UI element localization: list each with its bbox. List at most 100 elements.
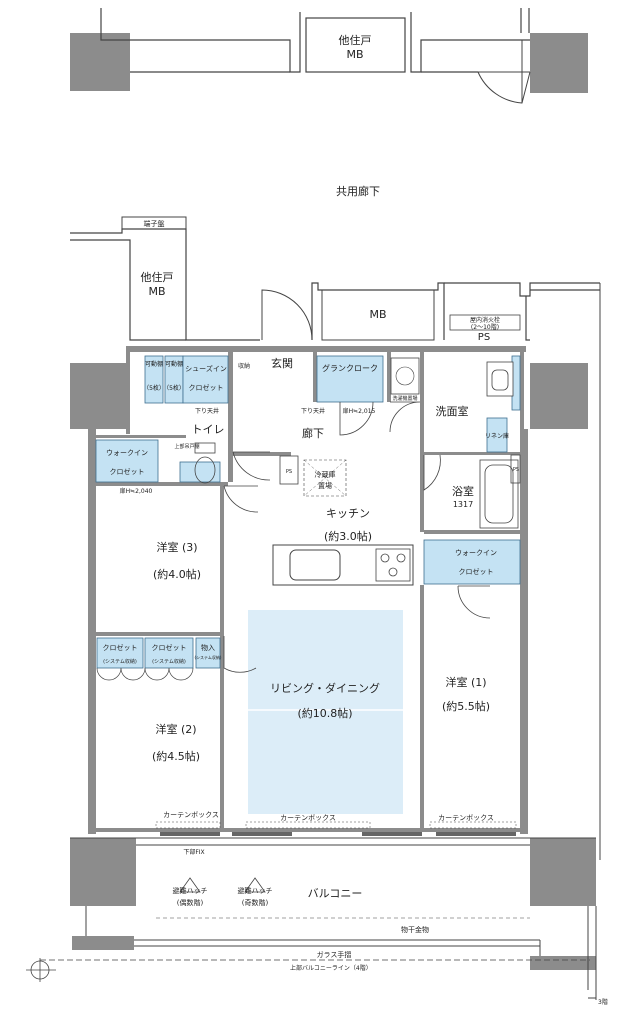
escape-hatch-1 — [179, 877, 201, 893]
kitchen-label: キッチン — [326, 507, 370, 520]
escape-hatch-2-label: 避難ハッチ — [238, 886, 273, 895]
storage-item — [195, 637, 221, 669]
north-wall — [126, 346, 526, 352]
escape-hatch-2 — [244, 877, 266, 893]
linen-label: リネン庫 — [485, 432, 509, 440]
balcony-rail-left-block — [72, 936, 134, 950]
fridge-label-1: 冷蔵庫 — [315, 470, 336, 479]
bath-door-swing — [423, 454, 441, 491]
escape-hatch-1-sub-label: (偶数階) — [177, 898, 204, 907]
top-other-unit: 他住戸 MB — [70, 8, 588, 104]
shoes-in-closet-label-1: シューズイン — [185, 364, 227, 373]
curtain-box-2-label: カーテンボックス — [280, 814, 336, 822]
curtain-box-3-label: カーテンボックス — [438, 814, 494, 822]
unit-structure: 端子盤 他住戸 MB MB 屋内消火栓 (2〜10階) PS — [40, 216, 601, 1000]
toilet-icon — [194, 442, 216, 484]
other-unit-left-label: 他住戸 — [141, 270, 174, 284]
western-3-label: 洋室 (3) — [156, 540, 197, 554]
lower-fix-label: 下部FIX — [183, 848, 204, 856]
fire-hydrant-label: 屋内消火栓 — [470, 316, 500, 324]
bath-label: 浴室 — [452, 484, 474, 498]
door-height-215-label: 扉H≒2,015 — [343, 407, 376, 415]
other-unit-top-label: 他住戸 — [339, 33, 372, 47]
escape-hatch-1-label: 避難ハッチ — [173, 886, 208, 895]
room-labels: 可動棚 （5枚） 可動棚 （5枚） シューズイン クロゼット 収納 玄関 グラン… — [103, 356, 608, 1006]
movable-shelf-1 — [144, 355, 164, 404]
west-wall — [88, 429, 96, 834]
stove-icon — [375, 548, 411, 582]
kitchen-sink-icon — [289, 549, 341, 581]
fire-hydrant-floors: (2〜10階) — [471, 323, 499, 331]
western-2-size-label: (約4.5帖) — [152, 749, 200, 763]
mb-top-label: MB — [346, 48, 363, 61]
top-right-column — [530, 33, 588, 93]
left-upper-column — [70, 363, 126, 429]
walkin-left-label-2: クロゼット — [110, 467, 145, 476]
shoes-in-closet-label-2: クロゼット — [189, 383, 224, 392]
storage-door-swing — [223, 636, 257, 673]
walkin-closet-left — [95, 439, 159, 483]
curtain-box-1-label: カーテンボックス — [163, 811, 219, 819]
down-ceiling-1-label: 下り天井 — [195, 407, 219, 415]
closet-doors — [96, 667, 194, 681]
closet-b — [144, 637, 194, 669]
walkin-right-label-1: ウォークイン — [455, 549, 497, 557]
western3-door-swing — [223, 485, 259, 513]
movable-shelf-2-count: （5枚） — [163, 384, 185, 392]
washing-machine-icon — [390, 357, 420, 395]
toilet-label: トイレ — [192, 423, 225, 436]
grand-cloak — [316, 355, 384, 403]
laundry-hardware-label: 物干金物 — [401, 925, 429, 934]
entrance-door-swing — [261, 289, 313, 341]
washbasin-icon — [486, 361, 514, 397]
closet-b-label: クロゼット — [152, 643, 187, 652]
glass-rail-label: ガラス手摺 — [317, 950, 352, 959]
western-1-size-label: (約5.5帖) — [442, 699, 490, 713]
storage-item-sub-label: (システム収納) — [194, 654, 221, 660]
grand-cloak-door-swing — [339, 401, 374, 436]
toilet-door-swing — [232, 451, 271, 481]
walkin-right-label-2: クロゼット — [459, 567, 494, 576]
top-left-column — [70, 33, 130, 91]
washer-space-label: 洗濯機置場 — [392, 395, 417, 402]
top-door-swing — [477, 71, 531, 104]
ps-label: PS — [478, 332, 490, 343]
closet-a — [96, 637, 144, 669]
balcony-rail-right-block — [530, 956, 596, 970]
balcony-label: バルコニー — [308, 887, 363, 900]
escape-hatch-2-sub-label: (奇数階) — [242, 898, 269, 907]
north-compass-icon — [26, 958, 56, 982]
fridge-label-2: 置場 — [318, 481, 332, 490]
fixtures — [96, 357, 530, 919]
living-dining-area — [248, 610, 403, 814]
upper-balcony-line-label: 上部バルコニーライン（4階） — [290, 964, 372, 972]
east-wall — [520, 429, 528, 834]
kitchen-counter — [272, 544, 414, 586]
linen-storage — [486, 417, 508, 453]
mb-top-box — [305, 17, 406, 73]
mb-center-box — [321, 289, 435, 341]
western-1-label: 洋室 (1) — [445, 675, 486, 689]
door-height-204-label: 扉H≒2,040 — [120, 487, 153, 495]
upper-shelf-label: 上部吊戸棚 — [174, 443, 199, 450]
bathtub-icon — [479, 459, 519, 529]
living-label: リビング・ダイニング — [270, 681, 380, 695]
mb-left-label: MB — [148, 285, 165, 298]
western-3-size-label: (約4.0帖) — [153, 567, 201, 581]
storage-areas — [95, 355, 521, 814]
floor3-note-label: 3階 — [598, 998, 608, 1006]
fridge-space — [303, 459, 347, 497]
storage-item-label: 物入 — [201, 643, 215, 652]
walkin-closet-right — [423, 539, 521, 585]
closet-a-sub-label: (システム収納) — [103, 658, 137, 665]
living-size-label: (約10.8帖) — [297, 706, 352, 720]
grand-cloak-label: グランクローク — [322, 363, 378, 373]
left-lower-column — [70, 838, 136, 906]
hallway-label: 廊下 — [302, 426, 324, 440]
bath-size-label: 1317 — [453, 500, 473, 509]
storage-small-label: 収納 — [238, 362, 250, 370]
wash-door-swing — [389, 401, 421, 433]
walkin-left-label-1: ウォークイン — [106, 449, 148, 457]
western1-door-swing — [457, 585, 491, 619]
